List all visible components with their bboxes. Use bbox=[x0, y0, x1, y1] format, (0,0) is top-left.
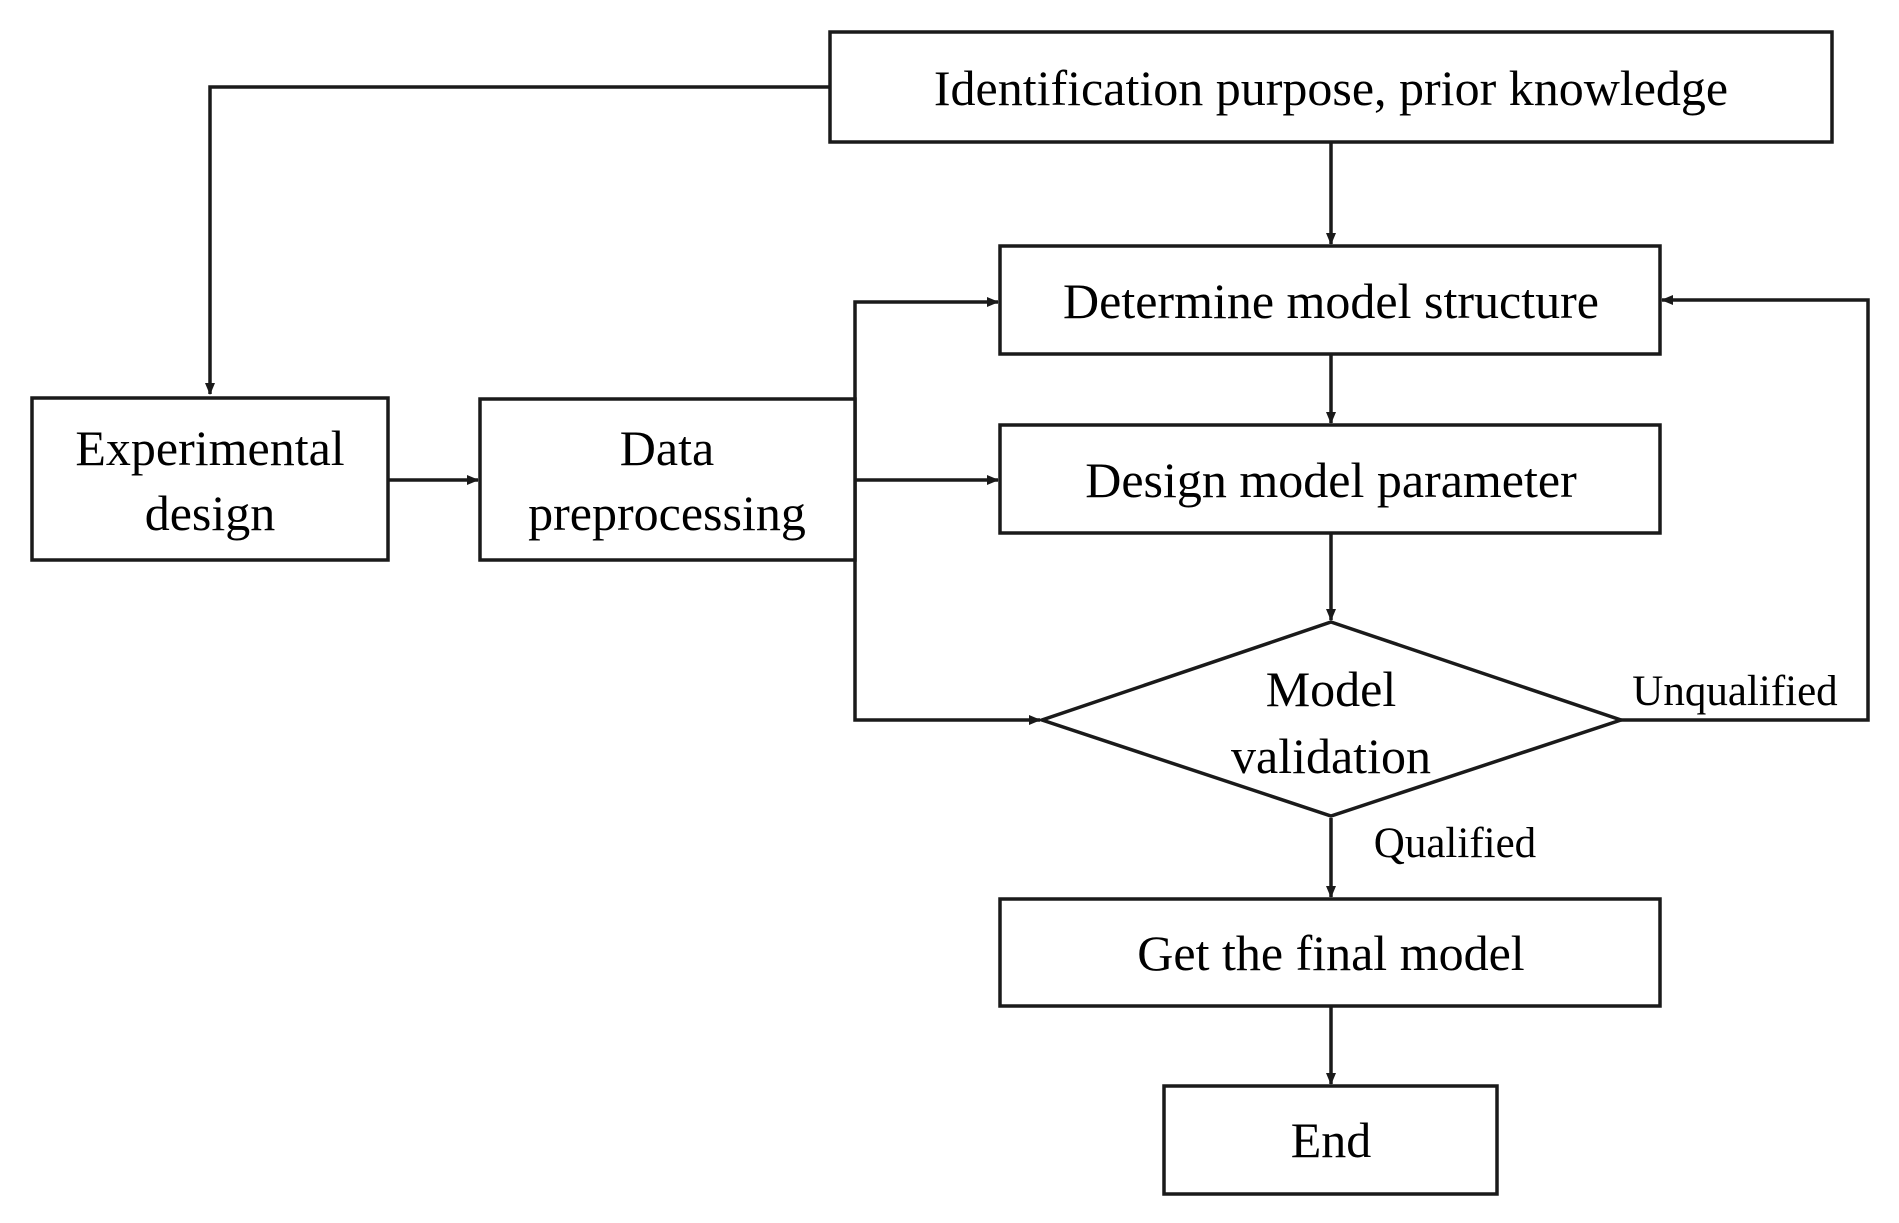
node-design-model-parameter-label: Design model parameter bbox=[1085, 452, 1577, 508]
node-end: End bbox=[1162, 1084, 1499, 1196]
node-experimental-design-label-line2: design bbox=[145, 485, 276, 541]
node-identification-purpose: Identification purpose, prior knowledge bbox=[828, 30, 1834, 144]
edge-preprocessing-to-structure bbox=[853, 297, 999, 399]
edge-preprocessing-to-parameter bbox=[853, 399, 999, 485]
node-model-validation: Model validation bbox=[1036, 620, 1627, 818]
node-experimental-design-label-line1: Experimental bbox=[75, 420, 344, 476]
edge-validation-to-structure bbox=[1621, 295, 1870, 722]
node-data-preprocessing: Data preprocessing bbox=[478, 397, 857, 562]
node-end-label: End bbox=[1291, 1112, 1372, 1168]
node-get-final-model-label: Get the final model bbox=[1137, 925, 1524, 981]
node-design-model-parameter: Design model parameter bbox=[998, 423, 1662, 535]
node-identification-purpose-label: Identification purpose, prior knowledge bbox=[934, 60, 1728, 116]
node-data-preprocessing-label-line2: preprocessing bbox=[528, 485, 806, 541]
node-determine-model-structure-label: Determine model structure bbox=[1063, 273, 1599, 329]
edge-label-qualified: Qualified bbox=[1374, 820, 1536, 867]
node-data-preprocessing-label-line1: Data bbox=[620, 420, 714, 476]
node-model-validation-label-line2: validation bbox=[1231, 728, 1431, 784]
node-get-final-model: Get the final model bbox=[998, 897, 1662, 1008]
node-experimental-design: Experimental design bbox=[30, 396, 390, 562]
edge-label-unqualified: Unqualified bbox=[1632, 668, 1837, 715]
node-model-validation-label-line1: Model bbox=[1266, 661, 1397, 717]
node-determine-model-structure: Determine model structure bbox=[998, 244, 1662, 356]
edge-purpose-to-experimental bbox=[205, 85, 830, 395]
